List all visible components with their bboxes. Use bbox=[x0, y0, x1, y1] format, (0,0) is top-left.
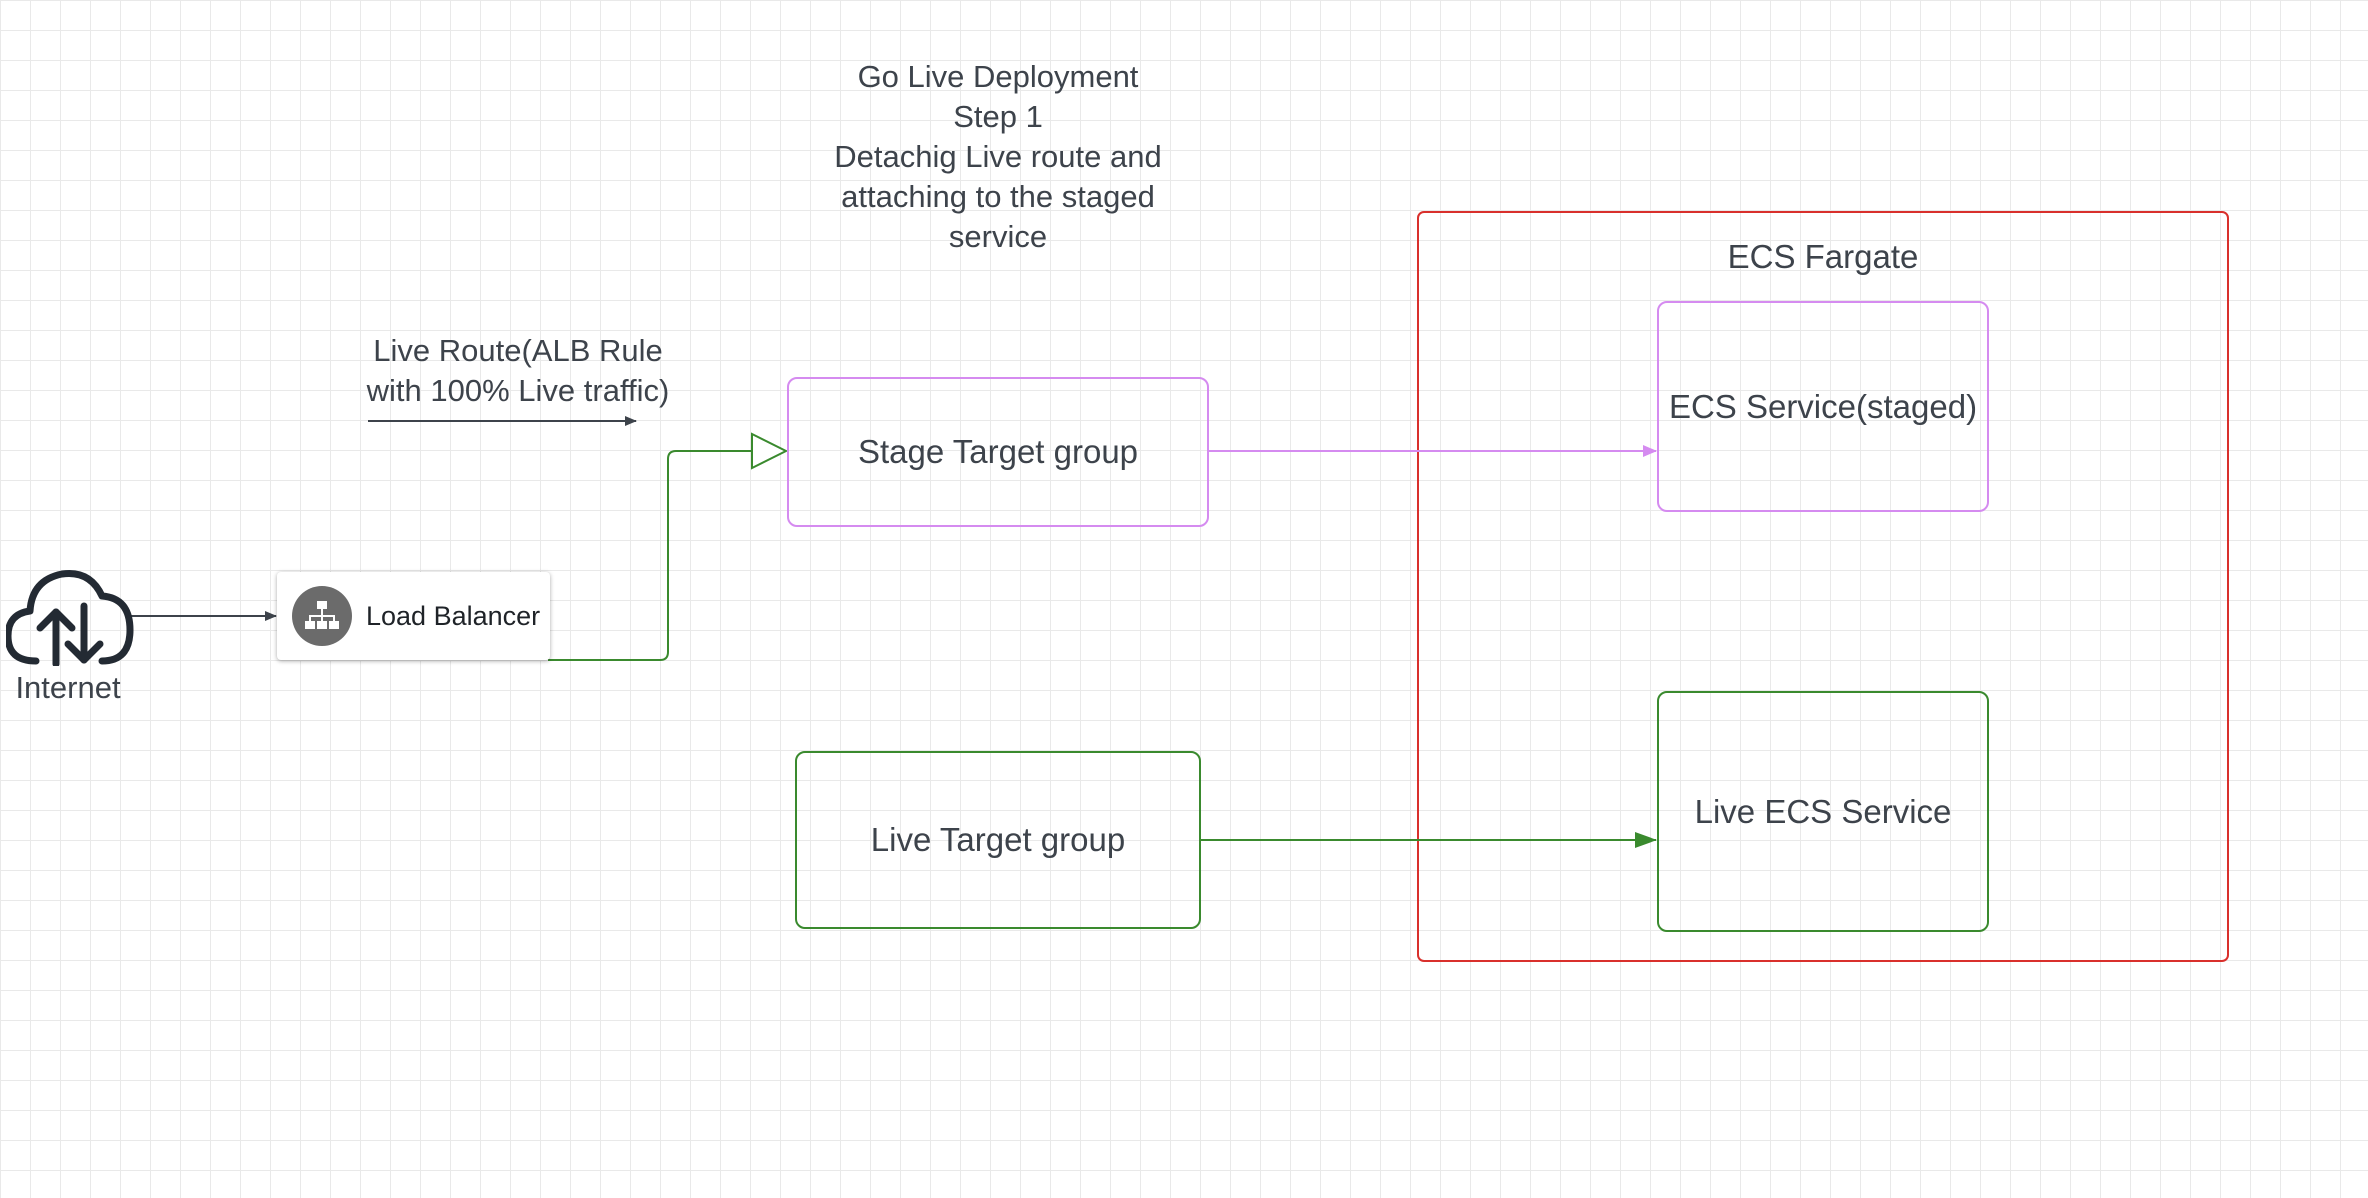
internet-label: Internet bbox=[15, 670, 121, 705]
ecs-fargate-container[interactable] bbox=[1417, 211, 2229, 962]
cloud-upload-download-icon[interactable] bbox=[6, 568, 134, 666]
live-ecs-service-label: Live ECS Service bbox=[1694, 792, 1952, 830]
diagram-title: Go Live Deployment Step 1 Detachig Live … bbox=[834, 59, 1162, 254]
live-route-label: Live Route(ALB Rule with 100% Live traff… bbox=[366, 333, 670, 408]
ecs-service-staged-label: ECS Service(staged) bbox=[1668, 387, 1978, 425]
lb-to-stage-connector[interactable] bbox=[548, 450, 752, 661]
stage-target-group-label: Stage Target group bbox=[857, 433, 1139, 470]
load-balancer-label: Load Balancer bbox=[366, 600, 541, 631]
ecs-service-staged[interactable]: ECS Service(staged) bbox=[1657, 301, 1989, 512]
load-balancer-node[interactable]: Load Balancer bbox=[277, 572, 550, 660]
ecs-fargate-label: ECS Fargate bbox=[1727, 238, 1919, 275]
live-target-group[interactable]: Live Target group bbox=[795, 751, 1201, 929]
stage-target-group[interactable]: Stage Target group bbox=[787, 377, 1209, 527]
hollow-arrowhead bbox=[751, 432, 789, 470]
live-ecs-service[interactable]: Live ECS Service bbox=[1657, 691, 1989, 932]
live-target-group-label: Live Target group bbox=[870, 821, 1126, 858]
load-balancer-icon bbox=[292, 586, 352, 646]
